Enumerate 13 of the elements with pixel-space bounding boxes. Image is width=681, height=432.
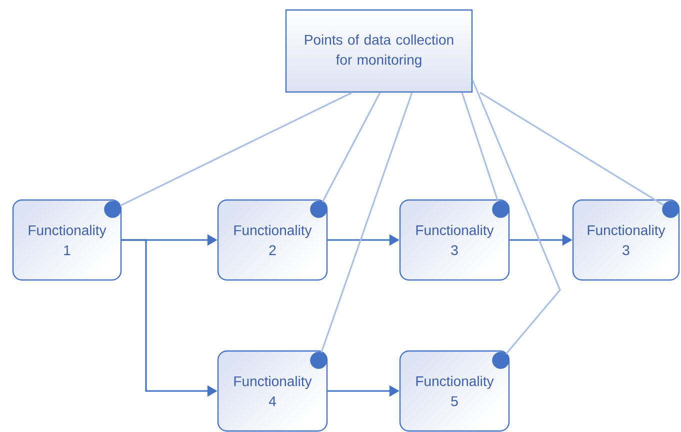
- leader-line: [120, 92, 352, 206]
- leader-line: [472, 80, 561, 354]
- functionality-box: Functionality 5: [399, 350, 510, 432]
- leader-line: [480, 92, 664, 206]
- monitoring-box: Points of data collection for monitoring: [285, 9, 473, 93]
- functionality-box: Functionality 3: [572, 199, 680, 281]
- functionality-box: Functionality 1: [12, 199, 122, 281]
- functionality-box: Functionality 4: [217, 350, 328, 432]
- leader-line: [322, 92, 381, 202]
- functionality-box: Functionality 2: [217, 199, 328, 281]
- leader-line: [461, 92, 499, 202]
- functionality-box: Functionality 3: [399, 199, 510, 281]
- leader-line: [320, 92, 413, 353]
